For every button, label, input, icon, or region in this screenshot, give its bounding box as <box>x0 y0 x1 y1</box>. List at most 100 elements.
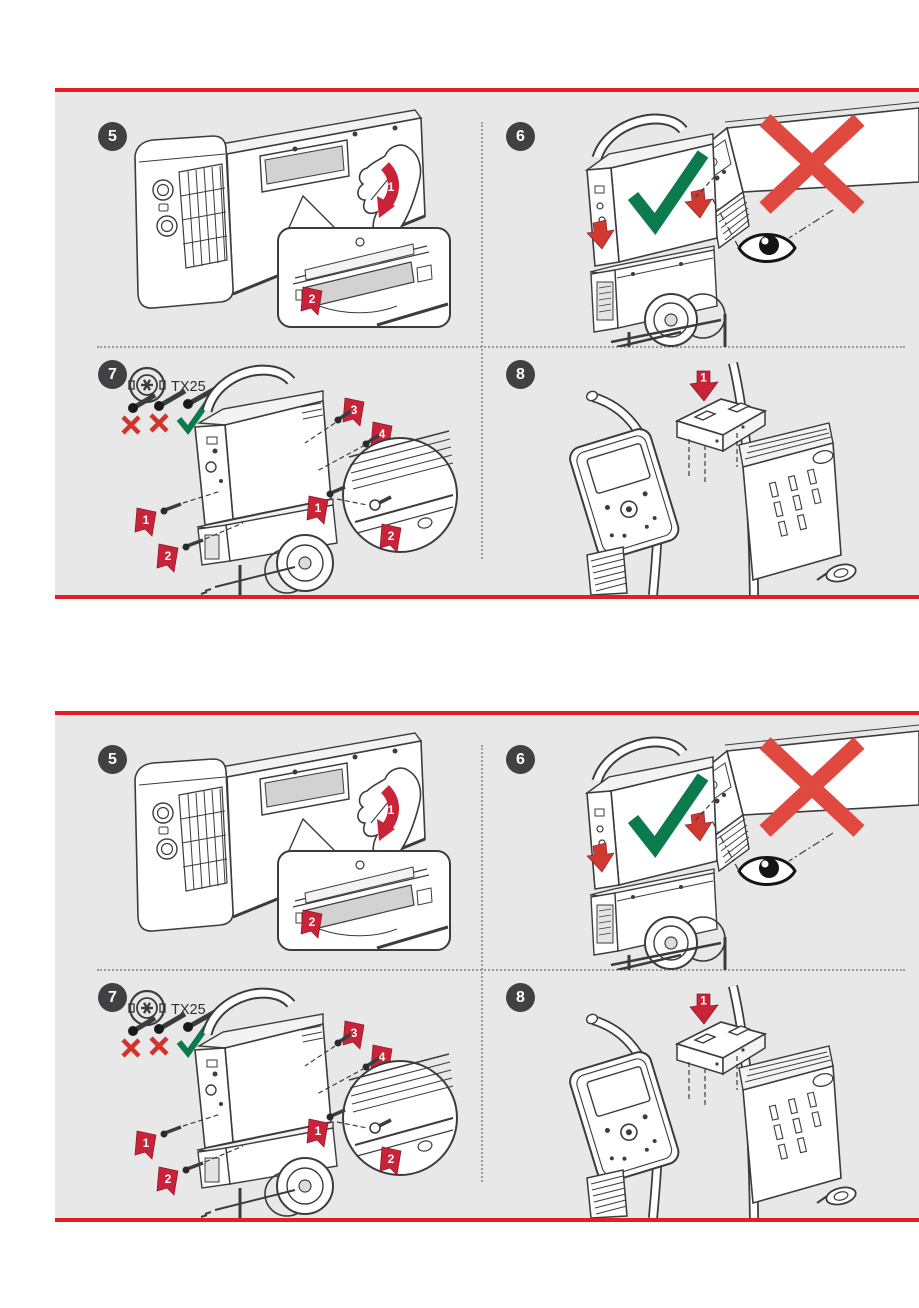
red-arrow-callout-1: 1 <box>377 785 399 841</box>
svg-text:2: 2 <box>309 292 316 306</box>
dotted-divider-horizontal <box>97 969 905 971</box>
svg-text:2: 2 <box>309 915 316 929</box>
power-source-rear-view <box>134 109 426 309</box>
red-flag-inset-callout-1: 1 <box>306 495 329 525</box>
red-flag-callout-1: 1 <box>134 1130 157 1160</box>
red-flag-callout-3: 3 <box>342 397 365 427</box>
trolley-wheels <box>610 293 727 347</box>
svg-text:2: 2 <box>388 529 395 543</box>
tool-size-label: TX25 <box>171 379 206 395</box>
step5-illustration: 1 2 <box>55 715 481 970</box>
machine-on-cooler <box>194 364 338 595</box>
step-badge-5: 5 <box>98 122 127 151</box>
eye-icon <box>737 233 797 263</box>
red-flag-inset-callout-2: 2 <box>379 1146 402 1176</box>
control-console <box>569 1051 680 1183</box>
inset-circle-detail: 2 <box>342 1053 458 1176</box>
trolley-foot <box>816 563 857 583</box>
red-flag-callout-2: 2 <box>300 909 323 939</box>
eye-icon <box>737 856 797 886</box>
red-cross-small <box>121 415 141 435</box>
svg-text:1: 1 <box>143 1136 150 1150</box>
red-cross-small <box>121 1038 141 1058</box>
tool-size-label: TX25 <box>171 1002 206 1018</box>
torx-bit-icon <box>128 989 166 1027</box>
red-flag-callout-2: 2 <box>156 1166 179 1196</box>
green-checkmark-icon <box>627 150 709 235</box>
red-arrow-callout-1: 1 <box>689 994 719 1025</box>
red-flag-inset-callout-1: 1 <box>306 1118 329 1148</box>
panel-canvas: 5 6 7 8 <box>55 92 919 595</box>
red-arrow-down-left <box>586 842 615 873</box>
leader-line <box>788 832 834 862</box>
red-flag-callout-1: 1 <box>134 507 157 537</box>
green-checkmark-icon <box>627 773 709 858</box>
step-badge-8: 8 <box>506 983 535 1012</box>
red-rule-top <box>55 711 919 715</box>
svg-text:1: 1 <box>388 180 395 194</box>
front-grille <box>586 1169 628 1218</box>
machine-body <box>738 1045 842 1205</box>
red-rule-bottom <box>55 595 919 599</box>
front-grille <box>586 546 628 595</box>
instruction-panel-2: 5 6 7 8 <box>55 711 919 1222</box>
dotted-divider-vertical <box>481 122 483 559</box>
svg-text:2: 2 <box>165 1172 172 1186</box>
svg-text:3: 3 <box>351 403 358 417</box>
svg-text:4: 4 <box>379 1050 386 1064</box>
leader-line <box>788 209 834 239</box>
move-guide <box>694 175 716 199</box>
red-cross-icon <box>759 737 865 837</box>
mounting-bracket <box>674 398 768 483</box>
machine-correct-orientation <box>584 113 718 267</box>
step6-illustration <box>481 715 919 970</box>
inset-detail-view: 2 <box>277 850 451 951</box>
inset-circle-detail: 2 <box>342 430 458 553</box>
svg-text:1: 1 <box>143 513 150 527</box>
dotted-divider-vertical <box>481 745 483 1182</box>
red-arrow-down-right <box>684 188 713 219</box>
control-console <box>569 428 680 560</box>
step-badge-7: 7 <box>98 360 127 389</box>
leader-line <box>710 195 740 249</box>
svg-text:3: 3 <box>351 1026 358 1040</box>
trolley-wheels <box>610 916 727 970</box>
step7-illustration: TX25 <box>55 347 481 595</box>
step-badge-7: 7 <box>98 983 127 1012</box>
red-flag-callout-3: 3 <box>342 1020 365 1050</box>
step-badge-6: 6 <box>506 122 535 151</box>
svg-text:2: 2 <box>165 549 172 563</box>
screw-selection <box>121 1005 224 1058</box>
step-badge-5: 5 <box>98 745 127 774</box>
step5-illustration: 1 2 <box>55 92 481 347</box>
svg-text:4: 4 <box>379 427 386 441</box>
red-flag-inset-callout-2: 2 <box>379 523 402 553</box>
inset-detail-view: 2 <box>277 227 451 328</box>
red-cross-small <box>149 1036 169 1056</box>
svg-text:1: 1 <box>700 371 707 385</box>
red-arrow-callout-1: 1 <box>377 162 399 218</box>
red-flag-callout-2: 2 <box>156 543 179 573</box>
svg-text:1: 1 <box>315 1124 322 1138</box>
red-rule-top <box>55 88 919 92</box>
step-badge-8: 8 <box>506 360 535 389</box>
green-checkmark-small <box>176 1024 210 1058</box>
red-flag-callout-2: 2 <box>300 286 323 316</box>
torx-bit-icon <box>128 366 166 404</box>
red-rule-bottom <box>55 1218 919 1222</box>
step-badge-6: 6 <box>506 745 535 774</box>
svg-text:1: 1 <box>388 803 395 817</box>
red-arrow-callout-1: 1 <box>689 371 719 402</box>
step6-illustration <box>481 92 919 347</box>
machine-on-cooler <box>194 987 338 1218</box>
trolley-foot <box>816 1186 857 1206</box>
red-cross-small <box>149 413 169 433</box>
green-checkmark-small <box>176 401 210 435</box>
svg-text:2: 2 <box>388 1152 395 1166</box>
svg-text:1: 1 <box>700 994 707 1008</box>
panel-canvas: 5 6 7 8 <box>55 715 919 1218</box>
step8-illustration: 1 <box>481 970 919 1218</box>
instruction-panel-1: 5 6 7 8 <box>55 88 919 599</box>
machine-body <box>738 422 842 582</box>
svg-text:1: 1 <box>315 501 322 515</box>
